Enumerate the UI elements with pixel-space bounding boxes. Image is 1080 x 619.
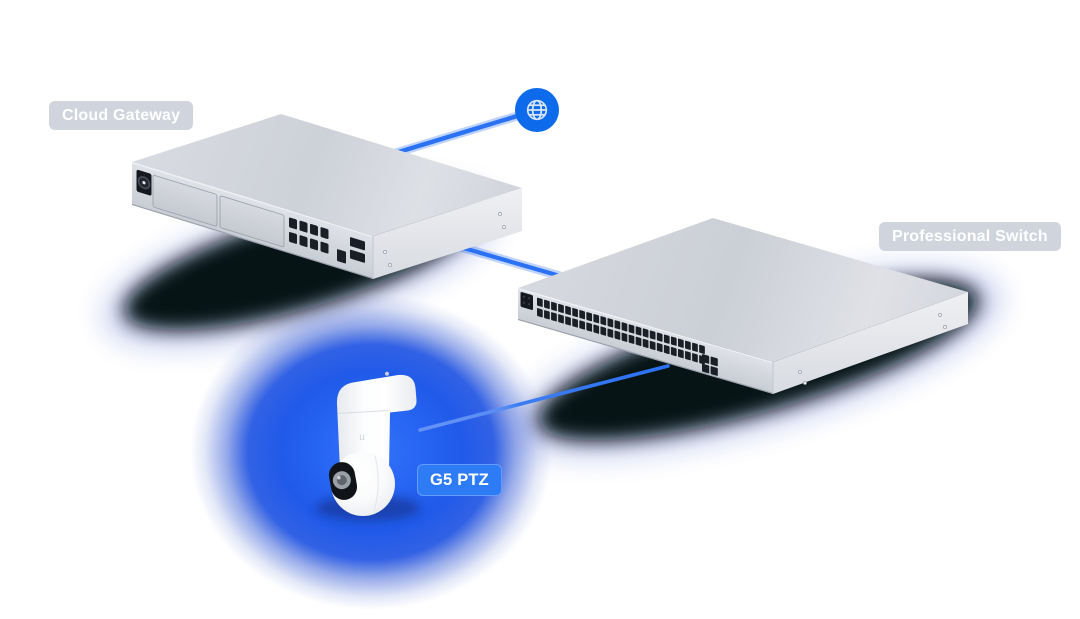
- ubiquiti-logo: u: [359, 432, 365, 443]
- gateway-drive-bay-2: [219, 195, 285, 248]
- globe-icon: [526, 99, 548, 121]
- camera-head-seam: [373, 455, 379, 512]
- gateway-screws: [383, 212, 506, 267]
- connection-gateway-internet: [389, 107, 540, 157]
- camera-arm-hole: [385, 371, 389, 376]
- professional-switch-label: Professional Switch: [879, 222, 1061, 251]
- cloud-gateway-label: Cloud Gateway: [49, 101, 194, 130]
- camera-arm-seam: [337, 410, 389, 414]
- switch-front-face: [518, 288, 773, 394]
- professional-switch-device: [518, 218, 968, 394]
- camera-lens: [328, 462, 358, 500]
- connection-switch-camera: [418, 364, 670, 432]
- gateway-top-face: [132, 114, 522, 236]
- gateway-sfp-port-2: [350, 249, 365, 263]
- gateway-wan-port: [337, 249, 346, 264]
- gateway-end-face: [373, 188, 522, 279]
- gateway-ethernet-ports: [289, 217, 329, 254]
- switch-top-face: [518, 218, 968, 362]
- camera-arm: [336, 374, 417, 470]
- g5-ptz-label: G5 PTZ: [417, 464, 502, 496]
- switch-sfp-ports: [702, 354, 718, 376]
- cloud-gateway-device: [132, 114, 522, 280]
- switch-end-face: [773, 292, 968, 394]
- g5-ptz-camera: u: [316, 371, 420, 521]
- gateway-drive-bay-1: [152, 174, 218, 227]
- switch-screws: [798, 313, 947, 385]
- internet-node: [515, 88, 559, 132]
- gateway-sfp-port-1: [350, 237, 365, 251]
- gateway-front-face: [132, 162, 373, 280]
